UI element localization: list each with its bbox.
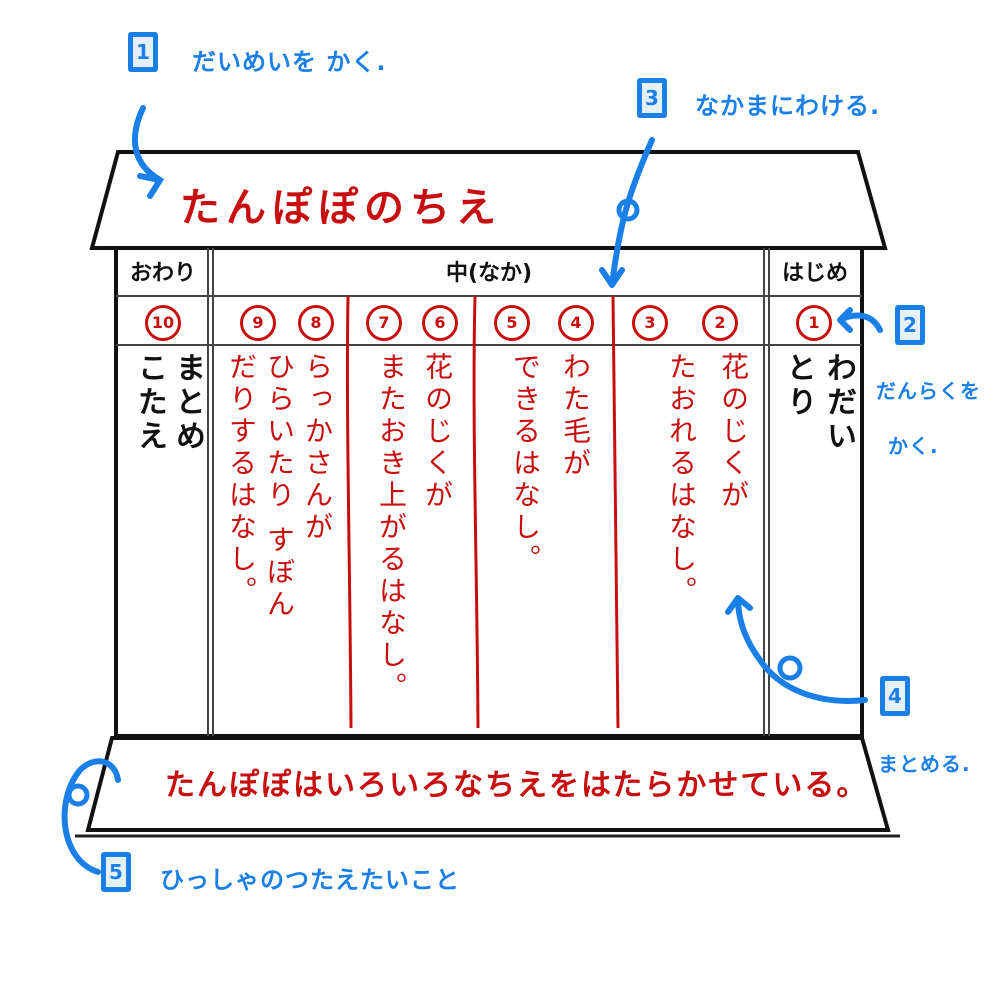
paragraph-number-7: 7 <box>366 305 402 341</box>
naka-89-text: らっかさんが ひらいたり すぼん だりするはなし。 <box>225 352 334 621</box>
paragraph-number-1: 1 <box>796 305 832 341</box>
step-4-badge: 4 <box>880 676 910 716</box>
step-3-badge: 3 <box>637 78 667 118</box>
naka-23-text: 花のじくが たおれるはなし。 <box>665 352 750 608</box>
paragraph-number-2: 2 <box>702 305 738 341</box>
paragraph-number-3: 3 <box>632 305 668 341</box>
paragraph-number-5: 5 <box>494 305 530 341</box>
section-naka: 中(なか) <box>445 261 533 286</box>
step-2-note-line1: だんらくを <box>876 379 981 403</box>
paragraph-number-4: 4 <box>558 305 594 341</box>
naka-67-text: 花のじくが またおき上がるはなし。 <box>375 352 454 704</box>
paragraph-number-8: 8 <box>298 305 334 341</box>
step-2-badge: 2 <box>895 305 925 345</box>
step-2-note-line2: かく. <box>888 434 939 458</box>
diagram-title: たんぽぽのちえ <box>180 185 502 231</box>
step-4-note: まとめる. <box>878 752 971 776</box>
step-5-badge: 5 <box>101 852 131 892</box>
owari-text: まとめ こたえ <box>132 352 205 454</box>
paragraph-number-6: 6 <box>422 305 458 341</box>
step-1-badge: 1 <box>128 32 158 72</box>
step-5-note: ひっしゃのつたえたいこと <box>160 866 460 894</box>
author-message: たんぽぽはいろいろなちえをはたらかせている。 <box>165 768 869 803</box>
section-hajime: はじめ <box>781 261 848 286</box>
paragraph-number-10: 10 <box>145 305 181 341</box>
section-owari: おわり <box>129 261 196 286</box>
step-1-note: だいめいを かく. <box>192 48 387 76</box>
naka-45-text: わた毛が できるはなし。 <box>509 352 592 576</box>
step-3-note: なかまにわける. <box>695 92 881 120</box>
paragraph-number-9: 9 <box>240 305 276 341</box>
hajime-text: わだい とり <box>781 352 856 454</box>
